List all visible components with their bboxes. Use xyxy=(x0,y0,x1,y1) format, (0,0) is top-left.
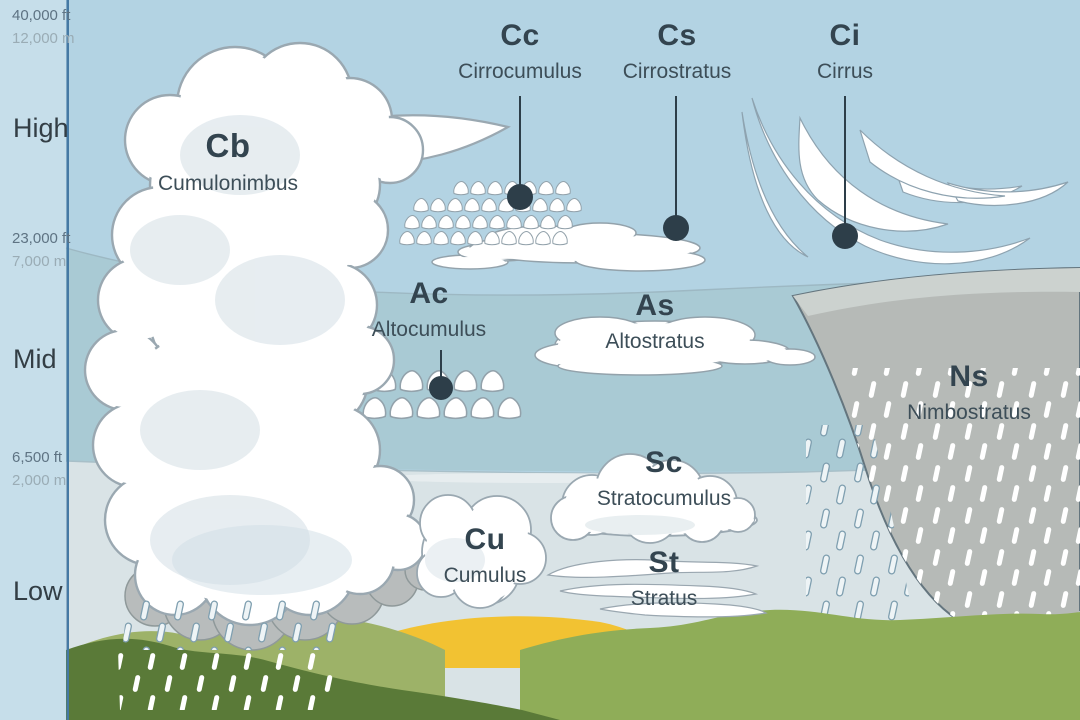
leader-lines xyxy=(429,96,858,400)
cb-rain-ground xyxy=(118,650,340,710)
stratus-cloud xyxy=(546,559,768,618)
altostratus-cloud xyxy=(534,316,816,376)
cirrus-cloud xyxy=(741,97,1069,265)
right-hill xyxy=(520,609,1080,720)
cb-rain-sky xyxy=(122,598,340,650)
cumulonimbus-cloud xyxy=(83,41,511,651)
axis-line xyxy=(66,0,69,720)
ns-rain-sky xyxy=(806,425,916,628)
cirrostratus-cloud xyxy=(431,222,706,272)
cumulus-cloud xyxy=(416,494,547,609)
stratocumulus-cloud xyxy=(550,453,758,544)
altitude-axis xyxy=(0,0,69,720)
